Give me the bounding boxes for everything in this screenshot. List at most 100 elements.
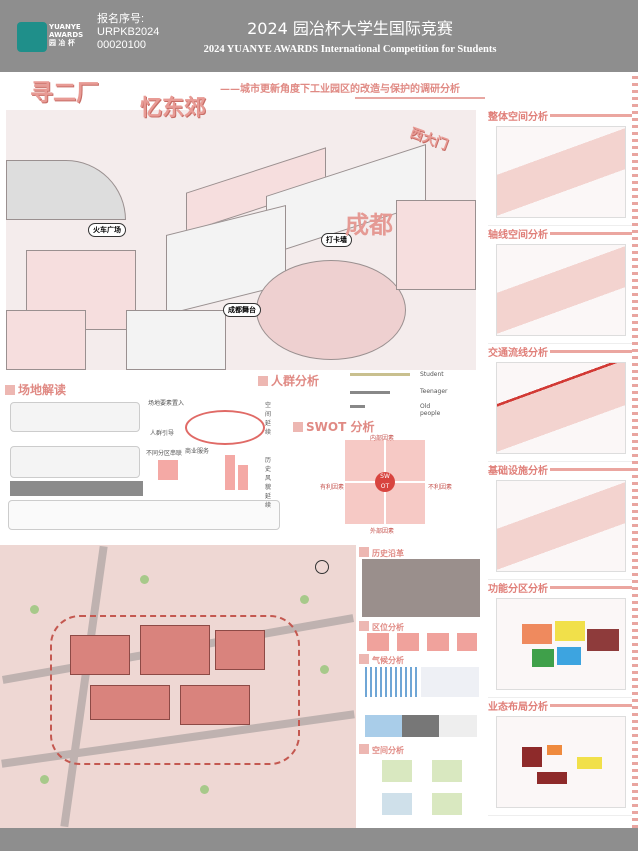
- competition-title-en: 2024 YUANYE AWARDS International Competi…: [203, 44, 497, 55]
- climate-chart: [365, 715, 477, 737]
- label-train-square: 火车广场: [88, 223, 126, 237]
- site-plan-map: [0, 545, 356, 828]
- site-note-commerce: 商业服务: [185, 448, 210, 455]
- business-block: [577, 757, 602, 769]
- analysis-map: [496, 716, 626, 808]
- title-underline: [550, 350, 632, 353]
- climate-chart: [421, 667, 479, 697]
- map-building: [90, 685, 170, 720]
- tree-icon: [200, 785, 209, 794]
- climate-chart: [365, 667, 417, 697]
- swot-o: [345, 483, 384, 524]
- analysis-title: 整体空间分析: [488, 112, 548, 123]
- zone-block: [587, 629, 619, 651]
- site-boundary: [50, 615, 300, 765]
- people-group: Student: [420, 371, 444, 378]
- location-maps: [367, 633, 477, 651]
- analysis-business-layout: 业态布局分析: [488, 698, 632, 816]
- section-people-title: 人群分析: [258, 372, 319, 389]
- stage-circle: [256, 260, 406, 360]
- title-underline: [550, 586, 632, 589]
- label-stage: 成都舞台: [223, 303, 261, 317]
- label-checkin-wall: 打卡墙: [321, 233, 352, 247]
- subtitle-underline: [355, 97, 485, 99]
- analysis-axis-space: 轴线空间分析: [488, 226, 632, 344]
- swot-w: [386, 440, 425, 481]
- section-swot-title: SWOT 分析: [293, 418, 374, 435]
- title-underline: [550, 704, 632, 707]
- space-model: [432, 793, 462, 815]
- map-building: [180, 685, 250, 725]
- logo-line: YUANYE: [49, 23, 81, 31]
- zone-block: [532, 649, 554, 667]
- map-building: [140, 625, 210, 675]
- analysis-title: 交通流线分析: [488, 348, 548, 359]
- analysis-title: 功能分区分析: [488, 584, 548, 595]
- logo-line: AWARDS: [49, 31, 84, 39]
- people-group: Old people: [420, 403, 441, 417]
- site-note-flow: 人群引导: [150, 430, 175, 437]
- swot-letter: O: [380, 483, 386, 490]
- competition-title-cn: 2024 园冶杯大学生国际竞赛: [247, 19, 453, 38]
- analysis-overall-space: 整体空间分析: [488, 108, 632, 226]
- history-photos: [362, 559, 480, 617]
- section-space-title: 空间分析: [359, 744, 404, 756]
- tree-icon: [300, 595, 309, 604]
- analysis-infrastructure: 基础设施分析: [488, 462, 632, 580]
- registration-number: 报名序号: URPKB2024 00020100: [97, 13, 159, 52]
- site-note-buildings: 场地要素置入: [148, 400, 185, 407]
- analysis-map: [496, 362, 626, 454]
- swot-external: 外部因素: [370, 528, 395, 535]
- site-diagram-row: [10, 402, 140, 432]
- section-climate-title: 气候分析: [359, 654, 404, 666]
- yuanye-logo: [17, 22, 47, 52]
- zone-block: [557, 647, 581, 665]
- swot-unfavorable: 不利因素: [428, 484, 453, 491]
- site-diagram-row: [10, 446, 140, 478]
- people-bar: [350, 405, 365, 408]
- zone-block: [522, 624, 552, 644]
- people-bar: [350, 373, 410, 376]
- swot-letter: T: [385, 483, 390, 490]
- reg-number-2: 00020100: [97, 39, 146, 51]
- site-note-bar: [10, 481, 143, 496]
- label-chengdu: 成都: [345, 211, 393, 239]
- people-bar: [350, 391, 390, 394]
- people-group: Teenager: [420, 388, 448, 395]
- zone-block: [555, 621, 585, 641]
- site-bar: [158, 460, 178, 480]
- business-block: [547, 745, 562, 755]
- decorative-bead-border: [632, 72, 638, 828]
- site-note-hist: 历史风貌延续: [265, 457, 272, 509]
- section-site-title: 场地解读: [5, 381, 66, 398]
- poster-subtitle: ——城市更新角度下工业园区的改造与保护的调研分析: [220, 84, 460, 95]
- section-location-title: 区位分析: [359, 621, 404, 633]
- right-analysis-column: 整体空间分析 轴线空间分析 交通流线分析 基础设施分析 功能分区分析 业态布局分…: [488, 108, 632, 816]
- swot-letter: S: [380, 473, 384, 480]
- section-history-title: 历史沿革: [359, 547, 404, 559]
- site-bar: [225, 455, 235, 490]
- analysis-title: 基础设施分析: [488, 466, 548, 477]
- space-model: [432, 760, 462, 782]
- site-note-zones: 不同分区串联: [146, 450, 183, 457]
- tree-icon: [320, 665, 329, 674]
- header-bar: YUANYE AWARDS 园 冶 杯 报名序号: URPKB2024 0002…: [0, 0, 638, 72]
- map-building: [70, 635, 130, 675]
- title-underline: [550, 114, 632, 117]
- title-underline: [550, 468, 632, 471]
- swot-internal: 内部因素: [370, 435, 395, 442]
- space-model: [382, 760, 412, 782]
- analysis-map: [496, 480, 626, 572]
- analysis-map: [496, 598, 626, 690]
- swot-favorable: 有利因素: [320, 484, 345, 491]
- site-flow-ring: [185, 410, 265, 445]
- analysis-function-zones: 功能分区分析: [488, 580, 632, 698]
- analysis-title: 业态布局分析: [488, 702, 548, 713]
- reg-label: 报名序号:: [97, 13, 145, 25]
- analysis-traffic: 交通流线分析: [488, 344, 632, 462]
- tree-icon: [140, 575, 149, 584]
- axonometric-view: 火车广场 打卡墙 成都舞台: [6, 110, 476, 370]
- swot-t: [386, 483, 425, 524]
- analysis-column: 历史沿革 区位分析 气候分析 空间分析: [357, 545, 485, 828]
- logo-text: YUANYE AWARDS 园 冶 杯: [49, 23, 83, 47]
